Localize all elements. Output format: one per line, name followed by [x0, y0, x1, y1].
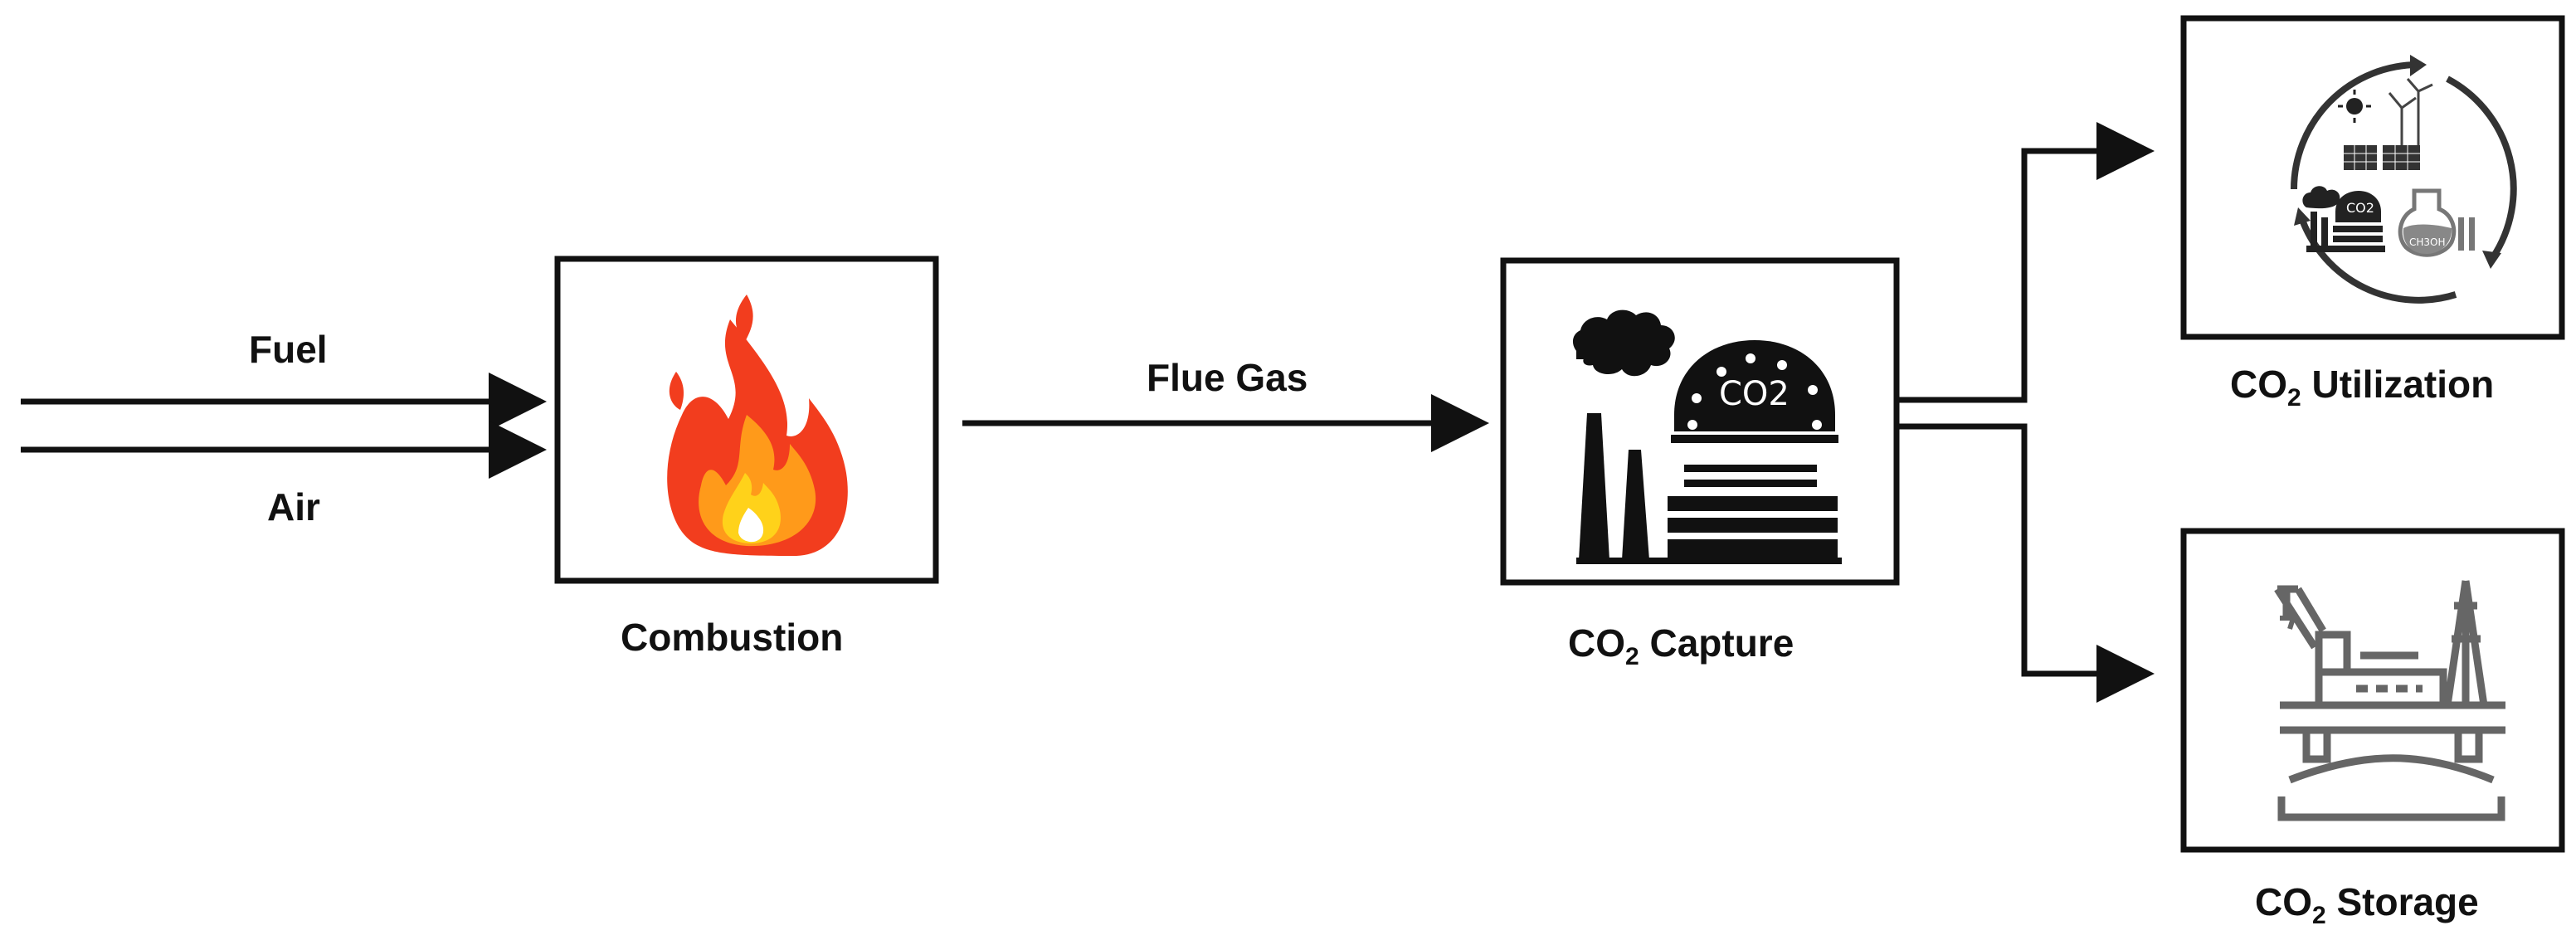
co2-utilization-suffix: Utilization: [2301, 363, 2495, 406]
flue-gas-label: Flue Gas: [1147, 356, 1308, 399]
co2-capture-label: CO2 Capture: [1568, 624, 1794, 670]
offshore-platform-icon: [2274, 580, 2505, 821]
co2-icon-text: CO2: [1719, 375, 1790, 413]
combustion-node: [554, 256, 939, 584]
utilization-arrow: [1898, 122, 2155, 403]
co2-utilization-prefix: CO: [2230, 363, 2287, 406]
utilization-node: CO2 CH3OH: [2180, 15, 2565, 340]
co2-storage-subscript: 2: [2312, 902, 2326, 929]
co2-utilization-subscript: 2: [2287, 384, 2301, 412]
utilization-co2-icon-text: CO2: [2346, 200, 2374, 216]
storage-arrow: [1898, 423, 2155, 703]
fuel-label: Fuel: [249, 328, 328, 371]
co2-capture-subscript: 2: [1625, 643, 1639, 670]
renewable-cycle-icon: CO2 CH3OH: [2291, 55, 2517, 304]
fire-icon: [667, 295, 848, 556]
storage-box: [2180, 528, 2565, 853]
methanol-icon-text: CH3OH: [2409, 236, 2446, 248]
co2-storage-label: CO2 Storage: [2255, 883, 2479, 928]
co2-capture-suffix: Capture: [1639, 621, 1794, 665]
storage-node: [2180, 528, 2565, 853]
combustion-label: Combustion: [621, 616, 844, 659]
co2-capture-prefix: CO: [1568, 621, 1625, 665]
co2-storage-prefix: CO: [2255, 880, 2312, 923]
co2-factory-icon: CO2: [1572, 309, 1842, 564]
co2-utilization-label: CO2 Utilization: [2230, 365, 2494, 411]
co2-storage-suffix: Storage: [2325, 880, 2479, 923]
capture-node: CO2: [1500, 257, 1900, 586]
air-label: Air: [267, 485, 320, 529]
